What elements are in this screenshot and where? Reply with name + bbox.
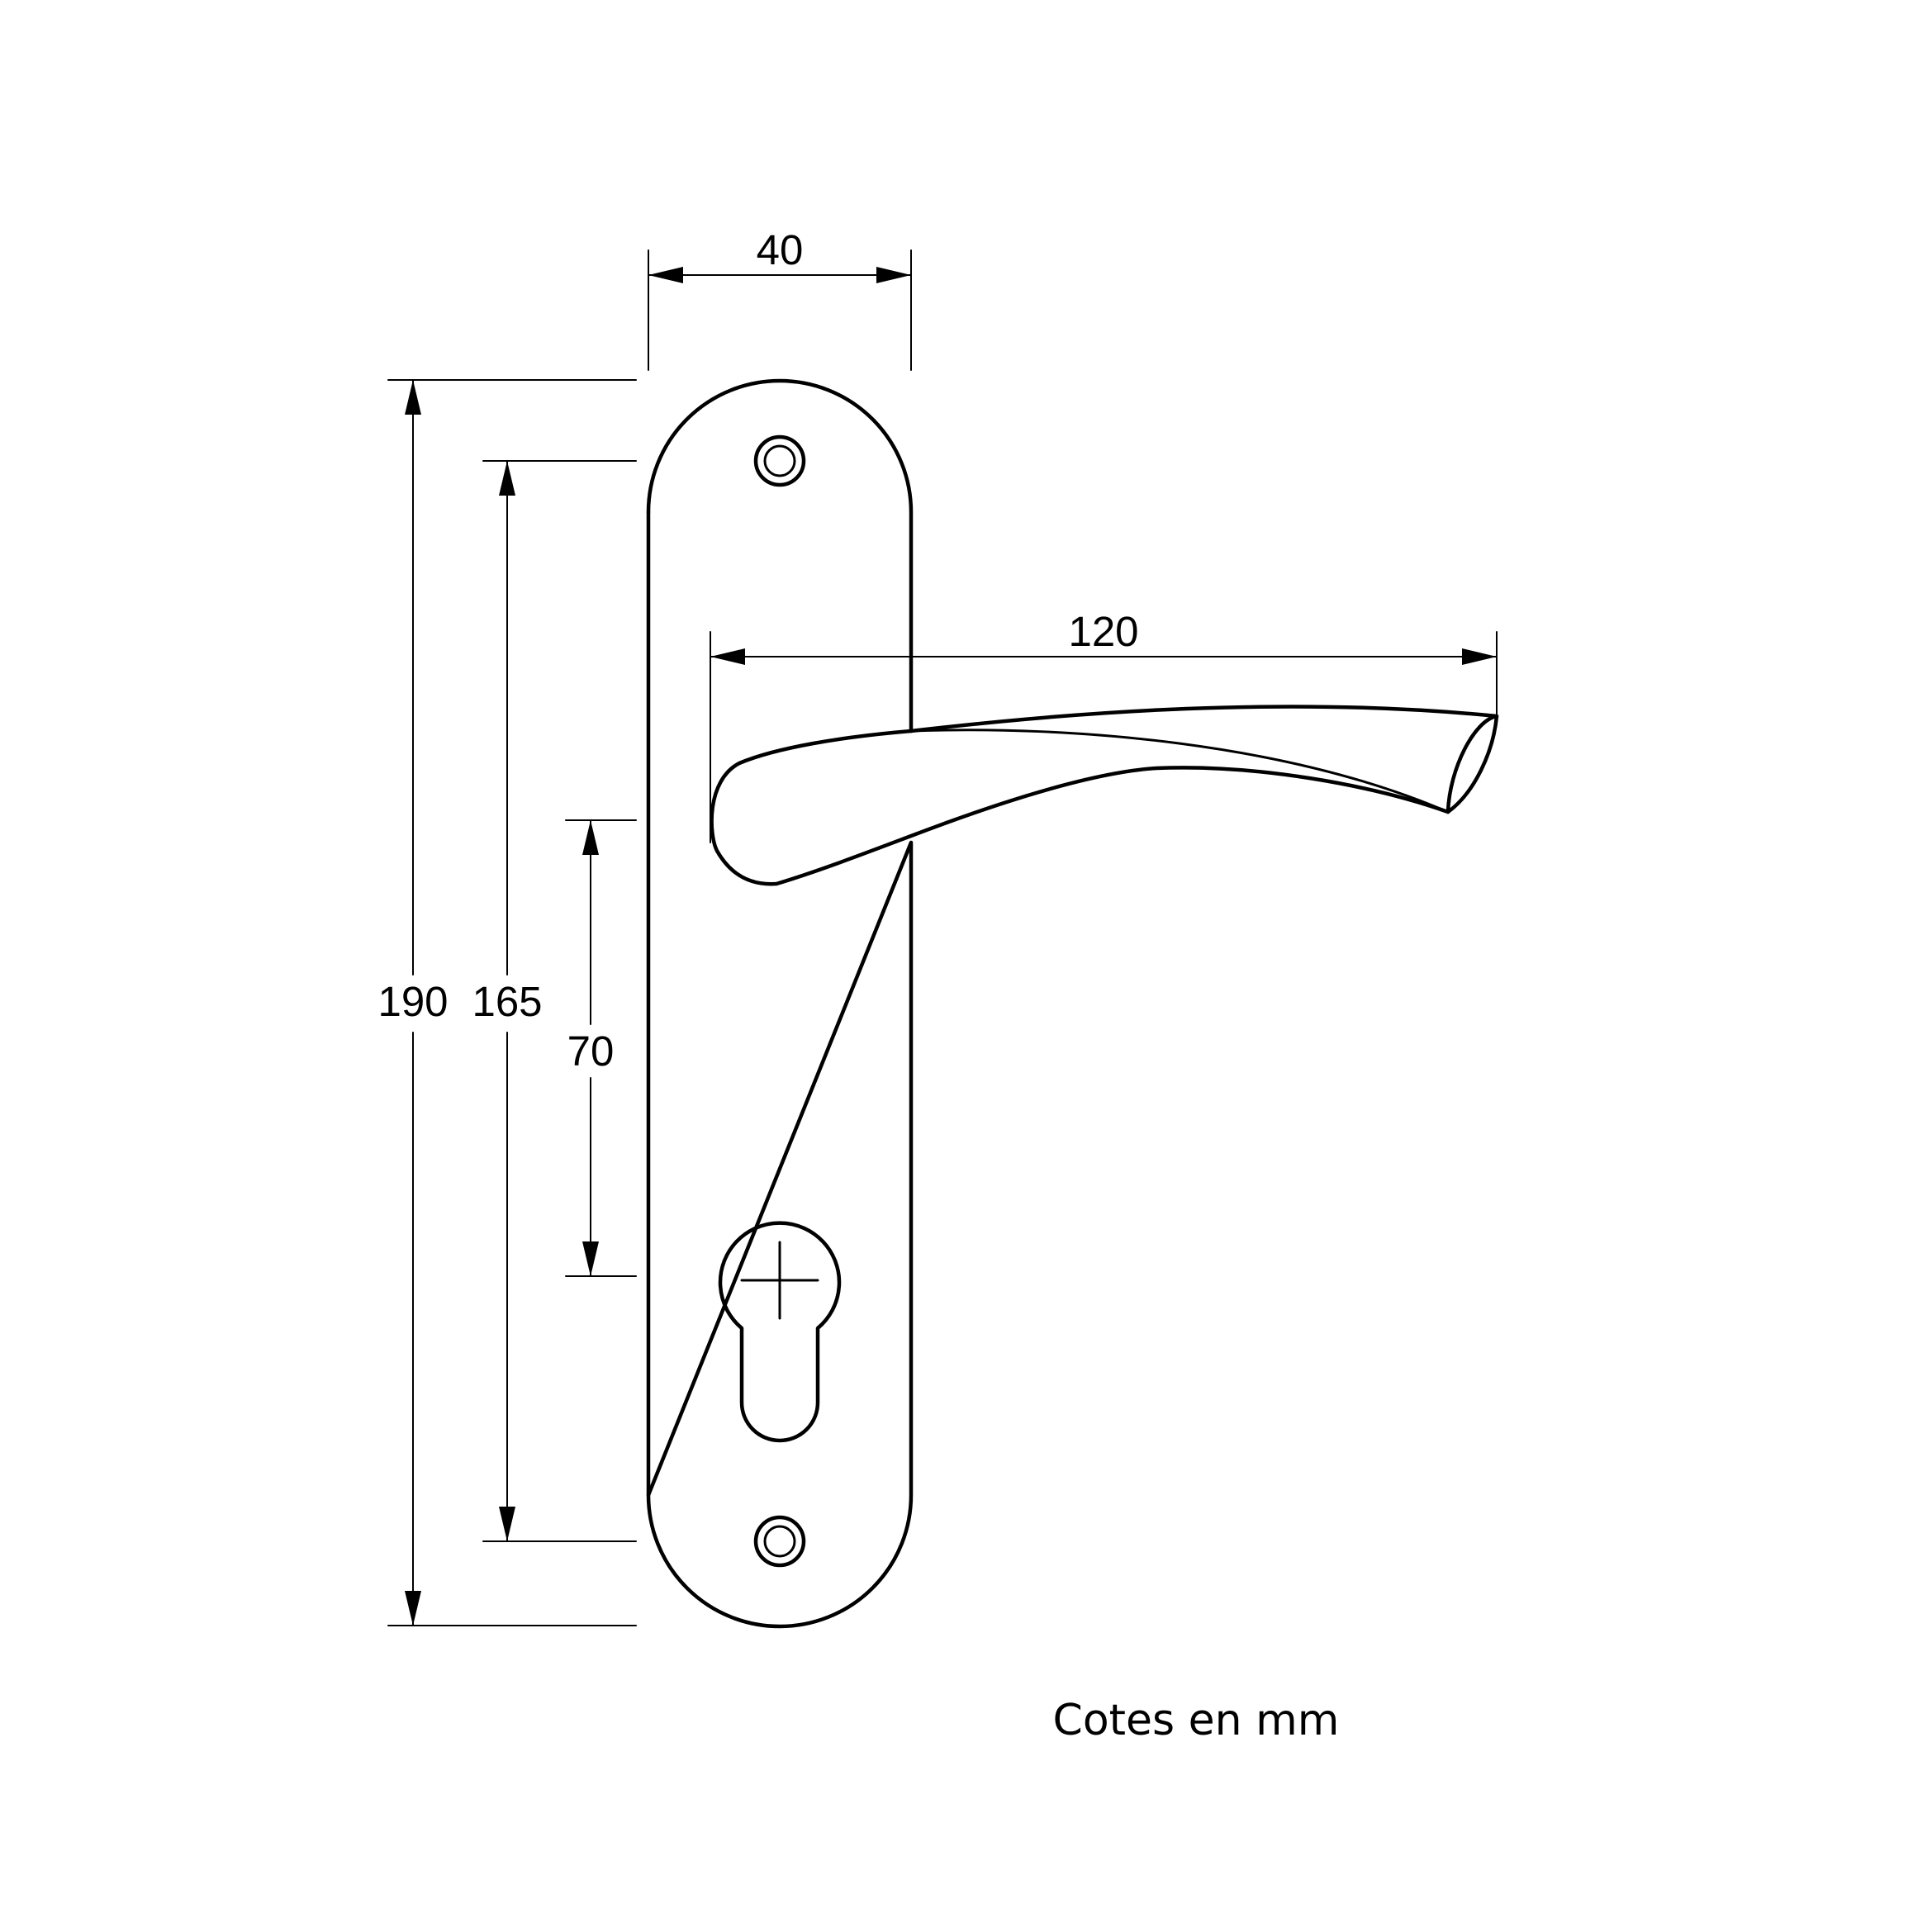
backplate-outline (646, 378, 914, 1629)
dimension-width: 40 (648, 226, 912, 371)
dimension-screw-spacing: 165 (472, 460, 637, 1542)
dimension-total-height-label: 190 (377, 978, 448, 1025)
top-screw-hole (753, 434, 806, 487)
dimension-screw-spacing-label: 165 (472, 978, 542, 1025)
units-note: Cotes en mm (1053, 1696, 1340, 1745)
dimension-handle-length: 120 (710, 608, 1498, 843)
cylinder-keyhole (718, 1221, 842, 1443)
dimension-width-label: 40 (757, 226, 804, 273)
cylinder-cross-mark (740, 1241, 819, 1320)
lever-tip (1445, 714, 1499, 814)
dimension-handle-length-label: 120 (1068, 608, 1138, 655)
lever-handle (710, 705, 1499, 886)
lever-ridge (909, 729, 1450, 814)
bottom-screw-hole (753, 1515, 806, 1568)
dimension-handle-to-cylinder-label: 70 (567, 1028, 615, 1075)
dimension-handle-to-cylinder: 70 (565, 819, 637, 1277)
dimension-total-height: 190 (377, 379, 637, 1626)
